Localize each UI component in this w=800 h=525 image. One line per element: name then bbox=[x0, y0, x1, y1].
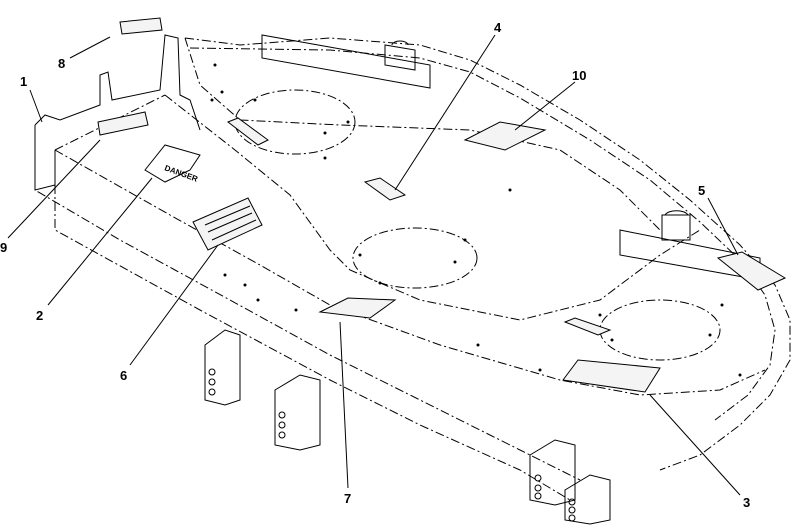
front-mount-bracket-2 bbox=[274, 374, 321, 451]
spindle-tower-right bbox=[661, 210, 691, 241]
leader-2 bbox=[47, 177, 153, 306]
callout-7: 7 bbox=[344, 491, 351, 506]
decal-10 bbox=[463, 121, 547, 151]
leader-10 bbox=[514, 81, 576, 131]
leader-9 bbox=[7, 139, 101, 239]
front-mount-bracket-3 bbox=[529, 439, 576, 506]
mower-deck bbox=[34, 34, 791, 525]
leader-3 bbox=[649, 394, 741, 496]
callout-8: 8 bbox=[58, 56, 65, 71]
callout-10: 10 bbox=[572, 68, 586, 83]
leader-1 bbox=[29, 89, 43, 123]
decal-9 bbox=[97, 111, 149, 136]
left-hitch-arm bbox=[34, 34, 201, 131]
deck-front-left-edge bbox=[34, 125, 581, 481]
blade-opening-right bbox=[599, 299, 721, 361]
deck-front-left-edge-lower bbox=[54, 185, 571, 501]
callout-2: 2 bbox=[36, 308, 43, 323]
callout-1: 1 bbox=[20, 74, 27, 89]
decal-8 bbox=[119, 17, 163, 35]
rear-plate-left bbox=[261, 34, 431, 89]
leader-5 bbox=[707, 197, 739, 256]
front-mount-bracket-4 bbox=[564, 474, 611, 525]
callout-6: 6 bbox=[120, 368, 127, 383]
decal-4 bbox=[363, 177, 407, 201]
leader-lines bbox=[7, 34, 741, 496]
deck-outline-top bbox=[184, 37, 791, 471]
callout-3: 3 bbox=[743, 495, 750, 510]
decal-spindle-left bbox=[226, 117, 269, 146]
decal-spindle-right bbox=[563, 317, 612, 336]
leader-8 bbox=[69, 36, 111, 59]
callout-labels: 1 2 3 4 5 6 7 8 9 10 bbox=[0, 20, 750, 510]
bracket-holes bbox=[208, 368, 576, 522]
spindle-tower-left bbox=[384, 40, 416, 71]
decal-3 bbox=[562, 359, 661, 393]
leader-6 bbox=[129, 244, 219, 366]
blade-opening-center bbox=[352, 227, 478, 289]
deck-center-ridge bbox=[164, 94, 701, 321]
decal-7 bbox=[318, 297, 397, 319]
leader-7 bbox=[339, 321, 349, 489]
decal-5 bbox=[716, 251, 787, 291]
deck-top-surface-front bbox=[54, 94, 766, 396]
deck-bolt-holes bbox=[210, 63, 742, 377]
callout-9: 9 bbox=[0, 240, 7, 255]
deck-rear-ridge bbox=[184, 37, 661, 231]
decal-2-danger: DANGER bbox=[144, 144, 201, 184]
blade-opening-left bbox=[234, 89, 356, 155]
callout-4: 4 bbox=[494, 20, 502, 35]
decal-6 bbox=[192, 197, 263, 251]
callout-5: 5 bbox=[698, 183, 705, 198]
leader-4 bbox=[394, 34, 496, 191]
left-hitch-plate bbox=[34, 125, 56, 191]
decals: DANGER bbox=[97, 17, 787, 393]
deck-outline-top-inner bbox=[189, 47, 776, 421]
front-mount-bracket-1 bbox=[204, 329, 241, 406]
